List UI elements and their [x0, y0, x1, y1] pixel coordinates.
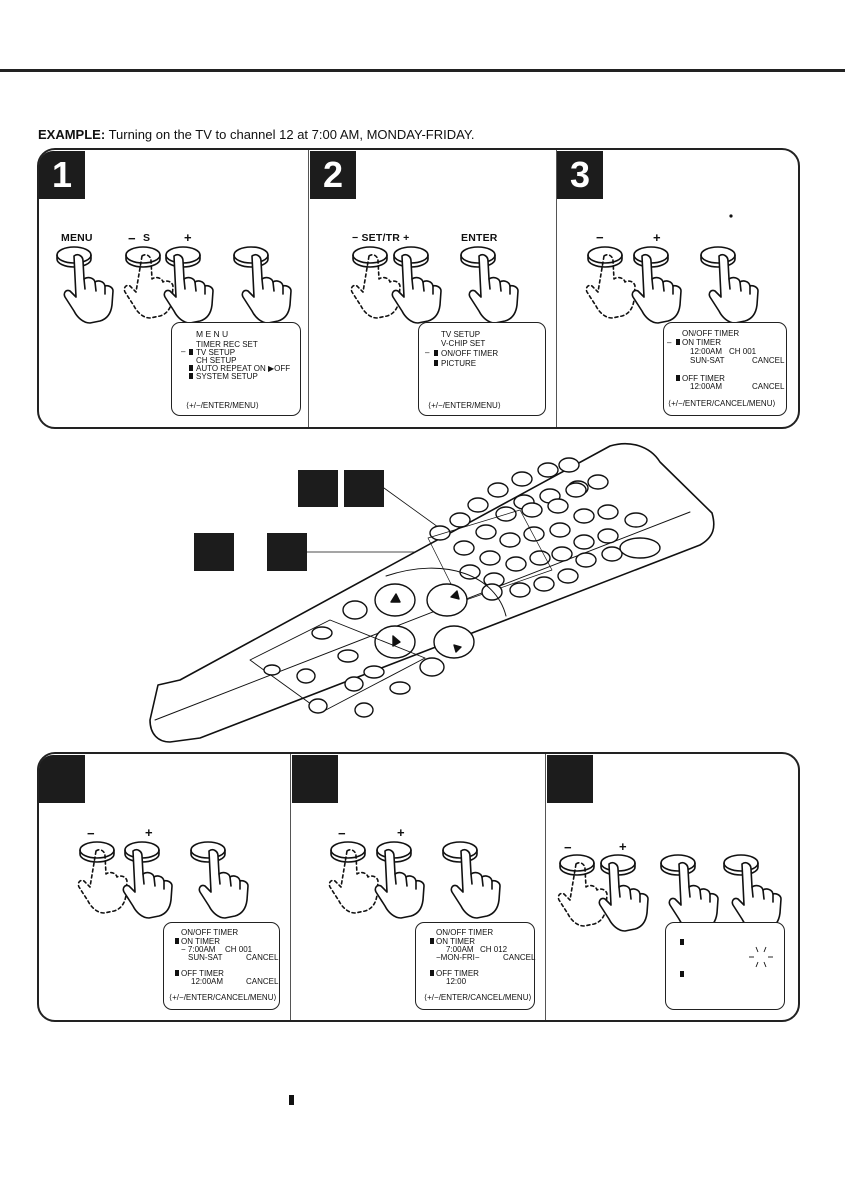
step-number-2: 2 — [310, 151, 356, 199]
osd-off-time: 12:00AM — [690, 382, 723, 391]
minus-label: − — [87, 826, 95, 841]
osd-item: TV SETUP — [196, 348, 236, 357]
plus-label: + — [653, 230, 661, 245]
panel-divider — [308, 150, 309, 427]
s-label: S — [143, 232, 151, 244]
cursor-marker-icon — [430, 970, 434, 976]
step-callout-box — [298, 470, 338, 507]
osd-on-channel: CH 001 — [225, 945, 253, 954]
plus-label: + — [397, 825, 405, 840]
osd-title: TV SETUP — [441, 330, 481, 339]
panel-divider — [290, 754, 291, 1020]
step-callout-box — [267, 533, 307, 571]
osd-on-time: 12:00AM — [690, 347, 723, 356]
footnote-marker-icon — [289, 1095, 294, 1105]
osd-on-days: −MON-FRI− — [436, 953, 480, 962]
osd-off-timer: OFF TIMER — [436, 969, 479, 978]
enter-button-label: ENTER — [461, 232, 498, 244]
menu-button-label: MENU — [61, 232, 93, 244]
cursor-marker-icon — [189, 349, 193, 355]
cursor-marker-icon — [189, 373, 193, 379]
panel-divider — [556, 150, 557, 427]
osd-item: TIMER REC SET — [196, 340, 258, 349]
osd-cancel: CANCEL — [503, 953, 536, 962]
osd-cancel: CANCEL — [246, 953, 279, 962]
minus-label: − — [596, 230, 604, 245]
cursor-marker-icon — [434, 350, 438, 356]
osd-on-days: SUN-SAT — [690, 356, 725, 365]
minus-label: − — [564, 840, 572, 855]
cursor-marker-icon — [430, 938, 434, 944]
osd-item: CH SETUP — [196, 356, 237, 365]
cursor-marker-icon — [434, 360, 438, 366]
pointer-dash-icon: – — [181, 347, 186, 356]
example-text: Turning on the TV to channel 12 at 7:00 … — [108, 127, 475, 142]
cursor-marker-icon — [676, 339, 680, 345]
osd-footer: ⟨+/−/ENTER/CANCEL/MENU⟩ — [169, 993, 277, 1002]
osd-off-timer: OFF TIMER — [181, 969, 224, 978]
osd-footer: ⟨+/−/ENTER/CANCEL/MENU⟩ — [668, 399, 776, 408]
pointer-dash-icon: – — [425, 348, 430, 357]
header-rule — [0, 69, 845, 72]
osd-item: SYSTEM SETUP — [196, 372, 258, 381]
cursor-marker-icon — [676, 375, 680, 381]
cursor-marker-icon — [175, 970, 179, 976]
step-number-3: 3 — [557, 151, 603, 199]
osd-on-days: SUN-SAT — [188, 953, 223, 962]
cursor-marker-icon — [189, 365, 193, 371]
osd-menu-screen: M E N U TIMER REC SET TV SETUP CH SETUP … — [171, 322, 301, 416]
blink-indicator-icon — [749, 946, 773, 968]
osd-onoff-timer-screen: ON/OFF TIMER ON TIMER − 7:00AM CH 001 SU… — [163, 922, 280, 1010]
osd-off-time: 12:00AM — [191, 977, 224, 986]
plus-label: + — [184, 230, 192, 245]
osd-off-timer: OFF TIMER — [682, 374, 725, 383]
osd-item: PICTURE — [441, 359, 477, 368]
example-label: EXAMPLE: — [38, 127, 106, 142]
osd-on-timer: ON TIMER — [436, 937, 475, 946]
osd-cancel: CANCEL — [246, 977, 279, 986]
osd-on-time: − 7:00AM — [181, 945, 216, 954]
plus-label: + — [145, 825, 153, 840]
step-number-box — [292, 755, 338, 803]
osd-footer: ⟨+/−/ENTER/CANCEL/MENU⟩ — [424, 993, 532, 1002]
osd-off-time: 12:00 — [446, 977, 467, 986]
step-callout-box — [194, 533, 234, 571]
cursor-marker-icon — [175, 938, 179, 944]
osd-tv-setup-screen: TV SETUP V-CHIP SET ON/OFF TIMER PICTURE… — [418, 322, 546, 416]
cursor-marker-icon — [680, 971, 684, 977]
step-number-1: 1 — [39, 151, 85, 199]
osd-on-time: 7:00AM — [446, 945, 474, 954]
top-hand-illustrations — [56, 214, 759, 324]
osd-item: ON/OFF TIMER — [441, 349, 499, 358]
osd-footer: ⟨+/−/ENTER/MENU⟩ — [428, 401, 501, 410]
cursor-marker-icon — [680, 939, 684, 945]
osd-blank-screen — [665, 922, 785, 1010]
step-number-box — [39, 755, 85, 803]
osd-on-channel: CH 012 — [480, 945, 508, 954]
osd-item: V-CHIP SET — [441, 339, 486, 348]
settr-button-label: − SET/TR + — [352, 232, 410, 244]
step-number-box — [547, 755, 593, 803]
osd-onoff-timer-screen: ON/OFF TIMER ON TIMER 7:00AM CH 012 −MON… — [415, 922, 535, 1010]
osd-onoff-timer-screen: ON/OFF TIMER ON TIMER 12:00AM CH 001 SUN… — [663, 322, 787, 416]
plus-label: + — [619, 839, 627, 854]
osd-item: AUTO REPEAT ON ▶OFF — [196, 364, 291, 373]
step-callout-box — [344, 470, 384, 507]
osd-cancel: CANCEL — [752, 356, 785, 365]
osd-cancel: CANCEL — [752, 382, 785, 391]
osd-on-channel: CH 001 — [729, 347, 757, 356]
minus-label: − — [128, 231, 136, 246]
example-caption: EXAMPLE: Turning on the TV to channel 12… — [38, 127, 474, 142]
minus-label: − — [338, 826, 346, 841]
osd-title: ON/OFF TIMER — [436, 928, 494, 937]
osd-footer: ⟨+/−/ENTER/MENU⟩ — [186, 401, 259, 410]
osd-on-timer: ON TIMER — [682, 338, 721, 347]
osd-title: ON/OFF TIMER — [181, 928, 239, 937]
panel-divider — [545, 754, 546, 1020]
remote-control-illustration — [149, 442, 715, 743]
osd-on-timer: ON TIMER — [181, 937, 220, 946]
pointer-dash-icon: – — [667, 338, 672, 347]
osd-title: M E N U — [196, 329, 229, 339]
osd-title: ON/OFF TIMER — [682, 329, 740, 338]
